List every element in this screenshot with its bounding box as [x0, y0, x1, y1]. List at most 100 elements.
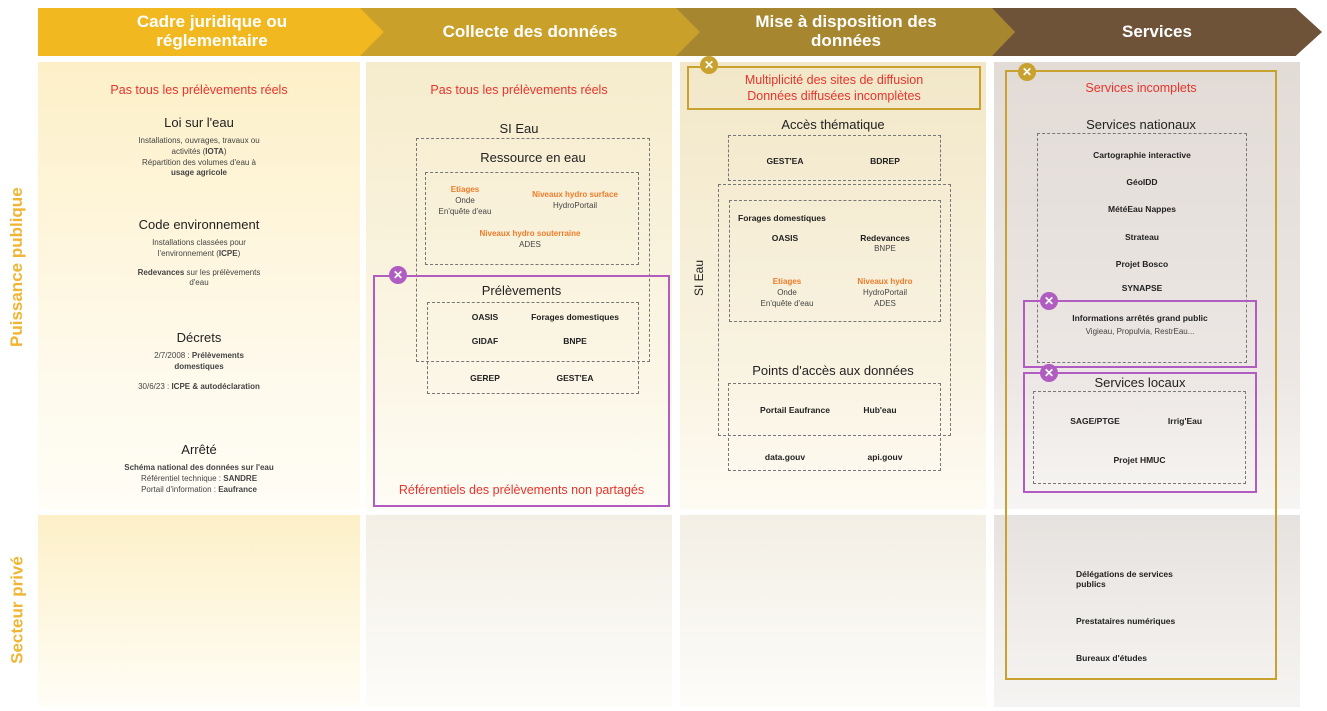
services-nationaux-box	[1037, 133, 1247, 363]
hydro-sout-group: Niveaux hydro souterraine ADES	[440, 229, 620, 251]
hydroportail-label: HydroPortail	[862, 287, 907, 297]
loi-text: activités (	[171, 146, 206, 156]
decrets-date: 2/7/2008 :	[154, 351, 192, 360]
arrete-line2: Référentiel technique : SANDRE	[38, 474, 360, 485]
synapse-label: SYNAPSE	[1121, 283, 1163, 293]
code-text: sur les prélèvements	[184, 267, 261, 277]
loi-eau-line1: Installations, ouvrages, travaux ou	[138, 136, 260, 145]
hydro-surface-label: Niveaux hydro surface	[532, 190, 618, 199]
diffusion-issue-box	[687, 66, 981, 110]
eaufrance-label: Eaufrance	[218, 484, 257, 494]
col2-issue: Pas tous les prélèvements réels	[366, 81, 672, 99]
decrets-line2: domestiques	[174, 361, 224, 371]
column-collection-public	[366, 62, 672, 509]
points-acces-title: Points d'accès aux données	[752, 363, 914, 378]
diffusion-issue: Multiplicité des sites de diffusion Donn…	[687, 72, 981, 105]
decrets-line3: 30/6/23 : ICPE & autodéclaration	[38, 382, 360, 393]
hmuc-label: Projet HMUC	[1113, 455, 1166, 465]
etiages-group: Etiages Onde En'quête d'eau	[420, 185, 510, 217]
services-nationaux-title: Services nationaux	[1086, 117, 1196, 132]
code-text: l'environnement (	[157, 248, 219, 258]
arrete-line3: Portail d'information : Eaufrance	[38, 485, 360, 496]
delegations-line2: publics	[1076, 579, 1106, 589]
step-services: Services	[992, 8, 1322, 56]
close-icon: ✕	[700, 56, 718, 74]
decrets-date: 30/6/23 :	[138, 381, 172, 391]
gidaf-label: GIDAF	[471, 336, 499, 346]
decrets-block: Décrets 2/7/2008 : Prélèvements domestiq…	[38, 330, 360, 392]
col1-issue: Pas tous les prélèvements réels	[38, 81, 360, 99]
loi-eau-line3: Répartition des volumes d'eau à	[141, 157, 257, 167]
bnpe-label: BNPE	[874, 244, 896, 254]
loi-eau-title: Loi sur l'eau	[164, 115, 234, 130]
loi-eau-line2: activités (IOTA)	[38, 147, 360, 158]
redevances-label: Redevances	[860, 233, 910, 243]
arretes-label: Informations arrêtés grand public	[1072, 313, 1208, 323]
etiages-group: Etiages Onde En'quête d'eau	[742, 277, 832, 309]
column-services-public	[994, 62, 1300, 509]
arrete-text: Portail d'information :	[141, 484, 219, 494]
row-label-private: Secteur privé	[7, 556, 27, 664]
si-eau-vertical-label: SI Eau	[692, 259, 706, 296]
sandre-label: SANDRE	[223, 473, 258, 483]
onde-label: Onde	[455, 195, 475, 205]
enquete-label: En'quête d'eau	[438, 206, 492, 216]
decrets-subject: ICPE & autodéclaration	[171, 381, 260, 391]
code-env-line4: d'eau	[189, 278, 209, 288]
prelevements-issue-box	[373, 275, 670, 507]
code-env-line2: l'environnement (ICPE)	[38, 249, 360, 260]
column-collection-private	[366, 515, 672, 707]
step-data-availability-label: Mise à disposition des données	[755, 12, 937, 50]
irrigeau-label: Irrig'Eau	[1167, 416, 1203, 426]
col1-issue-text: Pas tous les prélèvements réels	[110, 83, 288, 97]
ades-label: ADES	[519, 239, 541, 249]
niveaux-hydro-group: Niveaux hydro HydroPortail ADES	[840, 277, 930, 309]
loi-eau-line4: usage agricole	[170, 168, 228, 178]
etiages-label: Etiages	[450, 185, 480, 194]
iota-label: IOTA	[205, 146, 224, 156]
code-env-line3: Redevances sur les prélèvements	[38, 268, 360, 279]
oasis-label: OASIS	[471, 312, 499, 322]
column-legal-private	[38, 515, 360, 707]
forages-label: Forages domestiques	[738, 213, 826, 223]
services-locaux-issue-box	[1023, 372, 1257, 493]
step-services-label: Services	[1122, 21, 1192, 41]
bosco-label: Projet Bosco	[1115, 259, 1169, 269]
prestataires-label: Prestataires numériques	[1076, 616, 1176, 626]
ref-issue-text: Référentiels des prélèvements non partag…	[398, 483, 645, 497]
oasis-label: OASIS	[771, 233, 799, 243]
code-env-block: Code environnement Installations classée…	[38, 217, 360, 289]
ades-label: ADES	[874, 298, 896, 308]
meteau-label: MétéEau Nappes	[1107, 204, 1177, 214]
forages-label: Forages domestiques	[531, 312, 619, 322]
diffusion-issue-line2: Données diffusées incomplètes	[747, 89, 921, 104]
hydro-surface-group: Niveaux hydro surface HydroPortail	[515, 190, 635, 212]
bdrep-label: BDREP	[870, 156, 900, 166]
services-locaux-box	[1033, 391, 1246, 484]
points-acces-box	[728, 383, 941, 471]
gestea-label: GEST'EA	[556, 373, 594, 383]
arretes-issue-box	[1023, 300, 1257, 368]
close-icon: ✕	[1018, 63, 1036, 81]
col2-issue-text: Pas tous les prélèvements réels	[430, 83, 608, 97]
arrete-title: Arrêté	[181, 442, 217, 457]
etiages-label: Etiages	[772, 277, 802, 286]
bureaux-label: Bureaux d'études	[1076, 653, 1147, 663]
services-issue-text: Services incomplets	[1085, 81, 1197, 95]
arrete-text: Référentiel technique :	[140, 473, 224, 483]
strateau-label: Strateau	[1124, 232, 1159, 242]
services-issue-box	[1005, 70, 1277, 680]
carto-label: Cartographie interactive	[1093, 150, 1191, 160]
arretes-group: Informations arrêtés grand public Vigiea…	[1023, 313, 1257, 338]
step-legal-framework-label: Cadre juridique ou réglementaire	[136, 12, 288, 50]
icpe-label: ICPE	[218, 248, 238, 258]
diffusion-issue-line1: Multiplicité des sites de diffusion	[744, 73, 924, 87]
step-data-collection-label: Collecte des données	[442, 21, 618, 41]
prelevements-box	[427, 302, 639, 394]
si-eau-box	[718, 184, 951, 436]
close-icon: ✕	[1040, 364, 1058, 382]
column-legal-public	[38, 62, 360, 509]
step-legal-framework: Cadre juridique ou réglementaire	[38, 8, 386, 56]
close-icon: ✕	[1040, 292, 1058, 310]
acces-thematique-title: Accès thématique	[781, 117, 885, 132]
